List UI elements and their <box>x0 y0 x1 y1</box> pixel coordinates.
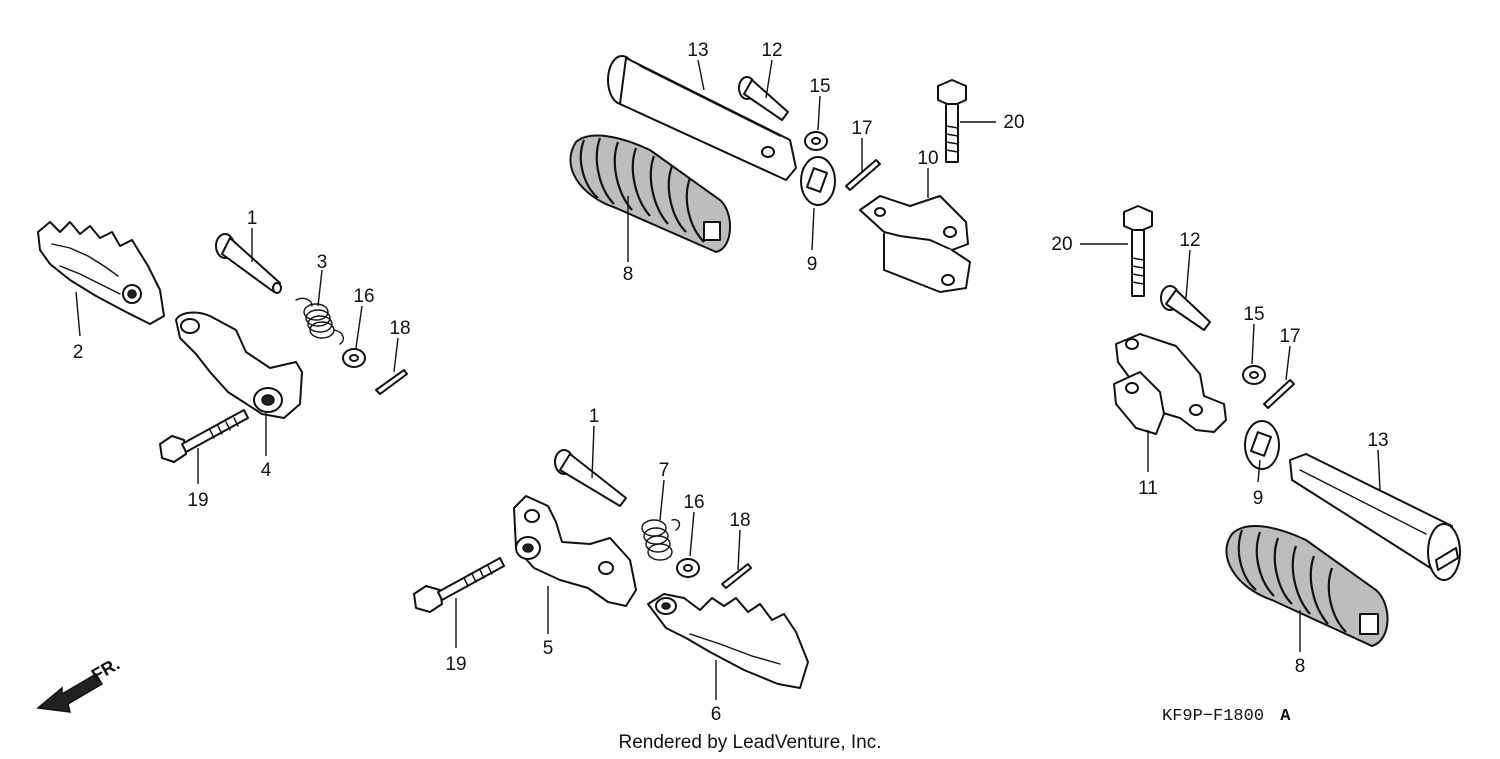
callout-13-right: 13 <box>1367 430 1388 451</box>
washer-15-right[interactable] <box>1242 365 1266 385</box>
callout-7: 7 <box>659 460 670 481</box>
callout-9-right: 9 <box>1253 488 1264 509</box>
callout-13: 13 <box>687 40 708 61</box>
callout-16-bottom: 16 <box>683 492 704 513</box>
callout-12-right: 12 <box>1179 230 1200 251</box>
cotter-pin-18-bottom[interactable] <box>721 563 752 589</box>
washer-9[interactable] <box>800 156 836 206</box>
diagram-code: KF9P−F1800 A <box>1162 707 1291 726</box>
pin-12-right[interactable] <box>1160 285 1211 331</box>
front-direction-indicator: FR. <box>36 654 123 713</box>
washer-16[interactable] <box>342 348 366 368</box>
front-arrow-icon <box>36 672 104 713</box>
callout-19: 19 <box>187 490 208 511</box>
footpeg-6[interactable] <box>647 593 809 689</box>
bolt-20[interactable] <box>937 79 967 163</box>
bracket-5[interactable] <box>513 495 637 607</box>
bolt-19[interactable] <box>159 409 249 463</box>
callout-19-bottom: 19 <box>445 654 466 675</box>
washer-15[interactable] <box>804 131 828 151</box>
callout-16: 16 <box>353 286 374 307</box>
step-bar-13-right[interactable] <box>1289 453 1461 581</box>
callout-18-bottom: 18 <box>729 510 750 531</box>
bracket-4[interactable] <box>175 311 303 419</box>
callout-10: 10 <box>917 148 938 169</box>
callout-5: 5 <box>543 638 554 659</box>
callout-17: 17 <box>851 118 872 139</box>
callout-numbers: 1 2 3 16 18 4 19 13 12 15 17 20 10 8 9 2… <box>73 40 1389 725</box>
washer-16-bottom[interactable] <box>676 558 700 578</box>
grip-8[interactable] <box>569 134 732 254</box>
left-footpeg-assembly <box>37 221 408 463</box>
callout-1-bottom: 1 <box>589 406 600 427</box>
callout-20-right: 20 <box>1051 234 1072 255</box>
callout-9: 9 <box>807 254 818 275</box>
grip-8-right[interactable] <box>1225 525 1389 648</box>
diagram-code-suffix: A <box>1280 707 1291 726</box>
callout-12: 12 <box>761 40 782 61</box>
callout-15: 15 <box>809 76 830 97</box>
pin-1-bottom[interactable] <box>554 449 627 507</box>
callout-11: 11 <box>1138 478 1158 499</box>
diagram-code-main: KF9P−F1800 <box>1162 707 1264 726</box>
spring-3[interactable] <box>295 297 345 345</box>
callout-8-right: 8 <box>1295 656 1306 677</box>
callout-18: 18 <box>389 318 410 339</box>
cotter-pin-17[interactable] <box>845 159 881 191</box>
callout-3: 3 <box>317 252 328 273</box>
callout-4: 4 <box>261 460 272 481</box>
cotter-pin-17-right[interactable] <box>1263 379 1295 409</box>
right-rear-step-assembly <box>1113 205 1461 648</box>
callout-8: 8 <box>623 264 634 285</box>
bottom-footpeg-assembly <box>413 449 809 689</box>
footpeg-2[interactable] <box>37 221 165 325</box>
bolt-19-bottom[interactable] <box>413 557 505 613</box>
callout-2: 2 <box>73 342 84 363</box>
pin-1[interactable] <box>215 233 282 294</box>
callout-20: 20 <box>1003 112 1024 133</box>
callout-15-right: 15 <box>1243 304 1264 325</box>
bolt-20-right[interactable] <box>1123 205 1153 297</box>
leader-lines <box>75 59 1381 700</box>
callout-6: 6 <box>711 704 722 725</box>
callout-1: 1 <box>247 208 258 229</box>
cotter-pin-18[interactable] <box>375 369 408 395</box>
spring-7[interactable] <box>641 518 681 561</box>
callout-17-right: 17 <box>1279 326 1300 347</box>
pin-12[interactable] <box>738 76 789 121</box>
top-rear-step-assembly <box>569 55 971 293</box>
bracket-10[interactable] <box>859 195 971 293</box>
step-bar-13[interactable] <box>607 55 797 181</box>
credit-text: Rendered by LeadVenture, Inc. <box>618 732 881 753</box>
bracket-11[interactable] <box>1113 333 1227 435</box>
washer-9-right[interactable] <box>1244 420 1280 470</box>
